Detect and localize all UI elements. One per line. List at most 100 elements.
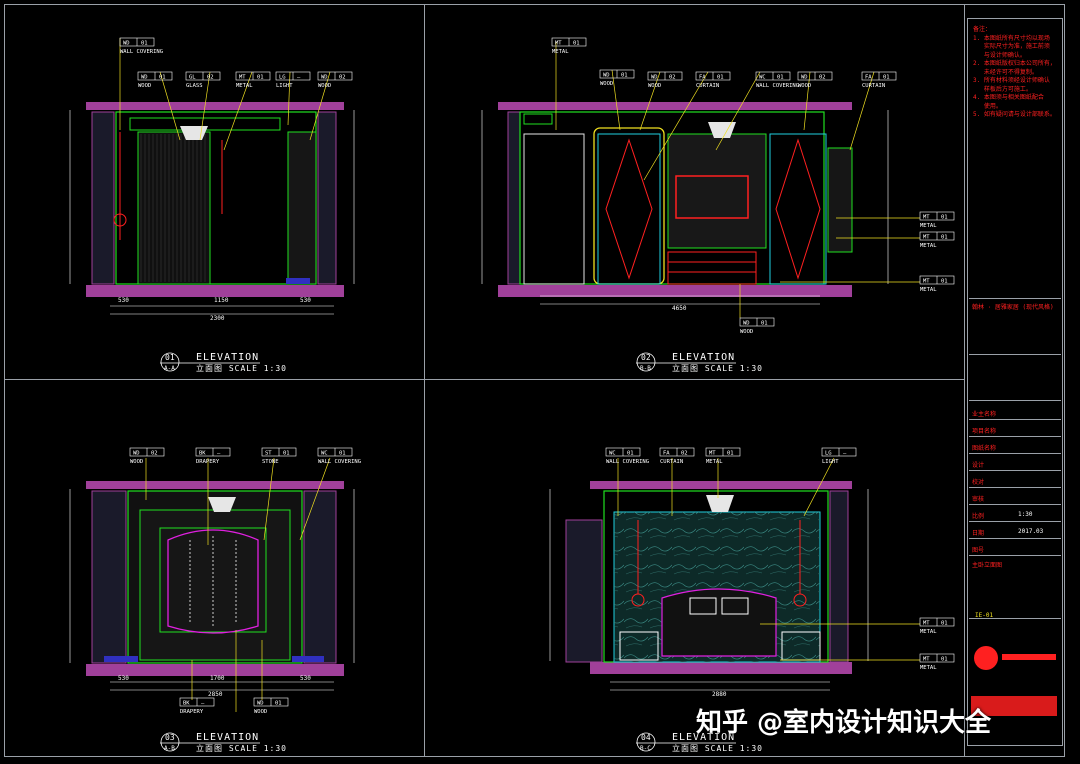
panel-code: A-B: [164, 745, 175, 752]
tb-divider: [969, 470, 1061, 471]
tag-code: MT: [709, 451, 716, 457]
tb-divider: [969, 436, 1061, 437]
tag-label: WOOD: [600, 81, 613, 87]
panel-code: B-B: [640, 365, 651, 372]
tag-number: —: [843, 451, 847, 457]
tag-label: METAL: [552, 49, 569, 55]
tag-number: 01: [717, 75, 724, 81]
tb-row-label: 校对: [972, 479, 985, 486]
tag-code: MT: [923, 621, 930, 627]
panel-title: ELEVATION: [196, 732, 260, 743]
tag-label: METAL: [920, 629, 937, 635]
tag-number: 01: [941, 279, 948, 285]
tb-divider: [969, 400, 1061, 401]
tb-divider: [969, 298, 1061, 299]
tag-code: WD: [321, 75, 328, 81]
tb-row-label: 业主名称: [972, 411, 997, 418]
tag-number: 02: [681, 451, 688, 457]
tag-code: WD: [651, 75, 658, 81]
tag-label: WOOD: [740, 329, 753, 335]
tb-divider: [969, 521, 1061, 522]
tb-divider: [969, 487, 1061, 488]
tag-code: MT: [555, 41, 562, 47]
tag-label: WALL COVERING: [318, 459, 361, 465]
tag-label: WALL COVERING: [606, 459, 649, 465]
tag-number: 01: [777, 75, 784, 81]
panel-subtitle: 立面图 SCALE 1:30: [672, 364, 763, 373]
tag-code: FA: [663, 451, 670, 457]
tag-code: MT: [239, 75, 246, 81]
tag-label: LIGHT: [276, 83, 293, 89]
tag-label: METAL: [236, 83, 253, 89]
tag-label: METAL: [920, 287, 937, 293]
tb-project: 翰林 · 居雅家居 (现代风格): [972, 304, 1054, 311]
material-tag-bk: BK—DRAPERY: [179, 697, 215, 715]
tag-number: 01: [941, 621, 948, 627]
tag-label: CURTAIN: [862, 83, 885, 89]
panel-code: A-A: [164, 365, 175, 372]
tag-code: WC: [609, 451, 616, 457]
tag-label: WALL COVERING: [120, 49, 163, 55]
tag-code: WD: [257, 701, 264, 707]
panel-title: ELEVATION: [672, 352, 736, 363]
tag-code: WC: [759, 75, 766, 81]
panel-subtitle: 立面图 SCALE 1:30: [672, 744, 763, 753]
tag-number: 01: [275, 701, 282, 707]
tb-row-label: 图号: [972, 547, 985, 554]
tag-label: METAL: [920, 243, 937, 249]
tb-divider: [969, 538, 1061, 539]
tb-divider: [969, 618, 1061, 619]
tag-code: BK: [199, 451, 206, 457]
tb-row-value: 1:30: [1018, 511, 1033, 518]
tag-label: WOOD: [798, 83, 811, 89]
tag-code: WD: [133, 451, 140, 457]
panel-subtitle: 立面图 SCALE 1:30: [196, 364, 287, 373]
tb-row-label: 日期: [972, 530, 985, 537]
elevation-01: [69, 38, 355, 315]
tag-code: WD: [141, 75, 148, 81]
title-stamp: [971, 696, 1057, 716]
tb-divider: [969, 354, 1061, 355]
tag-code: MT: [923, 235, 930, 241]
tag-number: 01: [727, 451, 734, 457]
tag-label: LIGHT: [822, 459, 839, 465]
tb-row-label: 项目名称: [972, 428, 997, 435]
dim-p3-2: 530: [300, 675, 311, 682]
tag-label: GLASS: [186, 83, 203, 89]
tag-number: 01: [339, 451, 346, 457]
tb-divider: [969, 504, 1061, 505]
tb-divider: [969, 419, 1061, 420]
panel-title: ELEVATION: [672, 732, 736, 743]
panel-title: ELEVATION: [196, 352, 260, 363]
tag-label: WOOD: [648, 83, 661, 89]
tb-row-label: 比例: [972, 513, 985, 520]
tag-label: METAL: [920, 223, 937, 229]
tag-number: 02: [669, 75, 676, 81]
tag-number: 01: [761, 321, 768, 327]
tag-number: 02: [339, 75, 346, 81]
tag-number: 01: [941, 215, 948, 221]
tb-row-label: 审核: [972, 496, 985, 503]
tag-code: WD: [603, 73, 610, 79]
tag-code: ST: [265, 451, 272, 457]
tag-number: 01: [283, 451, 290, 457]
tag-number: 02: [151, 451, 158, 457]
